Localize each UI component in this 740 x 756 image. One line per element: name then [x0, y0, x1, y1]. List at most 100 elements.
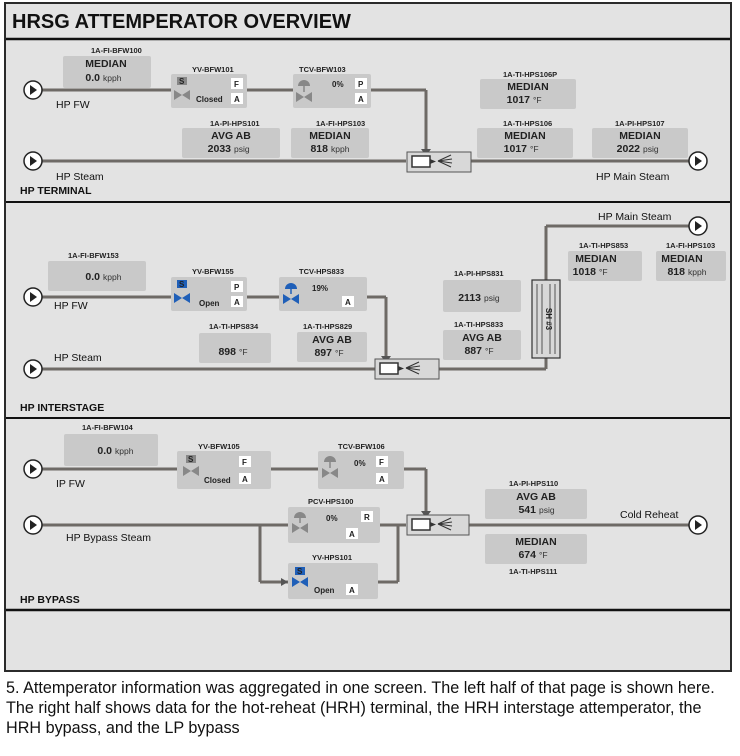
- svg-text:PCV-HPS100: PCV-HPS100: [308, 497, 353, 506]
- fi-hps103-readout[interactable]: 1A-FI-HPS103 MEDIAN 818 kpph: [291, 119, 369, 158]
- svg-text:541: 541: [518, 504, 536, 516]
- control-valve-icon: [283, 283, 299, 304]
- svg-text:0%: 0%: [332, 80, 344, 89]
- hp-main-steam-outlet-button[interactable]: [688, 216, 708, 236]
- tcv-bfw106-valve[interactable]: TCV-BFW106 0% F A: [318, 442, 404, 489]
- section-label: HP INTERSTAGE: [20, 402, 104, 414]
- hp-main-steam-outlet-button[interactable]: [688, 151, 708, 171]
- hp-fw-inlet-button[interactable]: [23, 80, 43, 100]
- solenoid-valve-icon: S: [174, 77, 190, 100]
- svg-text:A: A: [234, 95, 240, 104]
- svg-text:1A-TI-HPS829: 1A-TI-HPS829: [303, 322, 352, 331]
- play-icon: [30, 520, 37, 530]
- svg-text:AVG AB: AVG AB: [516, 491, 556, 503]
- play-icon: [30, 464, 37, 474]
- svg-text:1A-FI-HPS103: 1A-FI-HPS103: [666, 241, 715, 250]
- fi-bfw100-readout[interactable]: 1A-FI-BFW100 MEDIAN 0.0 kpph: [63, 46, 151, 88]
- svg-text:YV-BFW105: YV-BFW105: [198, 442, 240, 451]
- play-icon: [30, 156, 37, 166]
- pi-hps831-readout[interactable]: 1A-PI-HPS831 2113 psig: [443, 269, 521, 312]
- pi-hps110-readout[interactable]: 1A-PI-HPS110 AVG AB 541 psig: [485, 479, 587, 519]
- ti-hps106p-readout[interactable]: 1A-TI-HPS106P MEDIAN 1017 °F: [480, 70, 576, 109]
- svg-text:TCV-BFW103: TCV-BFW103: [299, 65, 346, 74]
- ti-hps833-readout[interactable]: 1A-TI-HPS833 AVG AB 887 °F: [443, 320, 521, 360]
- superheater-sh3[interactable]: SH #3: [531, 279, 561, 359]
- svg-text:0.0: 0.0: [85, 72, 100, 84]
- yv-bfw155-valve[interactable]: YV-BFW155 S P Open A: [171, 267, 247, 311]
- pcv-hps100-valve[interactable]: PCV-HPS100 0% R A: [288, 497, 380, 543]
- play-icon: [695, 221, 702, 231]
- svg-text:1018: 1018: [573, 266, 597, 278]
- svg-text:°F: °F: [530, 144, 539, 154]
- hp-steam-label: HP Steam: [56, 171, 104, 183]
- cold-reheat-outlet-button[interactable]: [688, 515, 708, 535]
- svg-text:kpph: kpph: [688, 267, 707, 277]
- svg-text:AVG AB: AVG AB: [211, 130, 251, 142]
- svg-text:MEDIAN: MEDIAN: [309, 130, 350, 142]
- ip-fw-inlet-button[interactable]: [23, 459, 43, 479]
- svg-text:S: S: [179, 280, 185, 289]
- figure-caption: 5. Attemperator information was aggregat…: [6, 679, 715, 737]
- svg-text:1A-PI-HPS110: 1A-PI-HPS110: [509, 479, 558, 488]
- hp-fw-label: HP FW: [54, 300, 88, 312]
- tcv-bfw103-valve[interactable]: TCV-BFW103 0% P A: [293, 65, 371, 108]
- control-valve-icon: [292, 512, 308, 533]
- section-label: HP BYPASS: [20, 594, 80, 606]
- svg-text:1A-PI-HPS101: 1A-PI-HPS101: [210, 119, 260, 128]
- svg-text:°F: °F: [599, 267, 608, 277]
- svg-text:1A-TI-HPS111: 1A-TI-HPS111: [509, 567, 557, 576]
- fi-hps103-readout[interactable]: 1A-FI-HPS103 MEDIAN 818 kpph: [656, 241, 726, 281]
- yv-hps101-valve[interactable]: YV-HPS101 S Open A: [288, 553, 378, 599]
- pi-hps107-readout[interactable]: 1A-PI-HPS107 MEDIAN 2022 psig: [592, 119, 688, 158]
- ti-hps829-readout[interactable]: 1A-TI-HPS829 AVG AB 897 °F: [297, 322, 367, 362]
- attemperator-icon: [374, 358, 440, 380]
- svg-text:kpph: kpph: [103, 73, 122, 83]
- hp-fw-inlet-button[interactable]: [23, 287, 43, 307]
- fi-bfw153-readout[interactable]: 1A-FI-BFW153 0.0 kpph: [48, 251, 146, 291]
- svg-text:1A-PI-HPS831: 1A-PI-HPS831: [454, 269, 504, 278]
- svg-text:818: 818: [667, 266, 685, 278]
- svg-text:0%: 0%: [354, 459, 366, 468]
- svg-text:MEDIAN: MEDIAN: [515, 536, 556, 548]
- svg-text:A: A: [349, 586, 355, 595]
- svg-text:1A-FI-BFW104: 1A-FI-BFW104: [82, 423, 134, 432]
- hp-bypass-section: IP FW HP Bypass Steam Cold Reheat 1A-FI-…: [20, 423, 708, 606]
- svg-text:S: S: [188, 455, 194, 464]
- play-icon: [30, 85, 37, 95]
- svg-text:F: F: [242, 458, 247, 467]
- play-icon: [695, 520, 702, 530]
- svg-text:1A-TI-HPS106: 1A-TI-HPS106: [503, 119, 552, 128]
- svg-text:2113: 2113: [458, 292, 481, 304]
- pi-hps101-readout[interactable]: 1A-PI-HPS101 AVG AB 2033 psig: [182, 119, 280, 158]
- yv-bfw101-valve[interactable]: YV-BFW101 S F Closed A: [171, 65, 247, 108]
- svg-text:psig: psig: [539, 505, 555, 515]
- svg-text:psig: psig: [484, 293, 500, 303]
- svg-text:YV-BFW155: YV-BFW155: [192, 267, 234, 276]
- attemperator-icon: [406, 151, 472, 173]
- tcv-hps833-valve[interactable]: TCV-HPS833 19% A: [279, 267, 367, 311]
- hp-main-steam-label: HP Main Steam: [596, 171, 670, 183]
- svg-text:psig: psig: [234, 144, 250, 154]
- hp-steam-label: HP Steam: [54, 352, 102, 364]
- svg-text:F: F: [234, 80, 239, 89]
- ti-hps834-readout[interactable]: 1A-TI-HPS834 898 °F: [199, 322, 271, 363]
- hp-bypass-steam-inlet-button[interactable]: [23, 515, 43, 535]
- hp-steam-inlet-button[interactable]: [23, 359, 43, 379]
- fi-bfw104-readout[interactable]: 1A-FI-BFW104 0.0 kpph: [64, 423, 158, 466]
- svg-text:TCV-HPS833: TCV-HPS833: [299, 267, 344, 276]
- yv-bfw105-valve[interactable]: YV-BFW105 S F Closed A: [177, 442, 271, 489]
- ti-hps853-readout[interactable]: 1A-TI-HPS853 MEDIAN 1018 °F: [568, 241, 642, 281]
- svg-text:2022: 2022: [617, 143, 641, 155]
- ti-hps106-readout[interactable]: 1A-TI-HPS106 MEDIAN 1017 °F: [477, 119, 573, 158]
- section-label: HP TERMINAL: [20, 185, 92, 197]
- hp-bypass-steam-label: HP Bypass Steam: [66, 532, 151, 544]
- svg-text:P: P: [358, 80, 364, 89]
- ti-hps111-readout[interactable]: MEDIAN 674 °F 1A-TI-HPS111: [485, 534, 587, 576]
- svg-text:A: A: [349, 530, 355, 539]
- svg-text:1A-FI-BFW100: 1A-FI-BFW100: [91, 46, 142, 55]
- svg-text:887: 887: [464, 345, 482, 357]
- hp-steam-inlet-button[interactable]: [23, 151, 43, 171]
- page-title: HRSG ATTEMPERATOR OVERVIEW: [12, 11, 351, 33]
- hmi-screen: HRSG ATTEMPERATOR OVERVIEW HP FW HP Stea…: [4, 2, 732, 672]
- svg-text:kpph: kpph: [331, 144, 350, 154]
